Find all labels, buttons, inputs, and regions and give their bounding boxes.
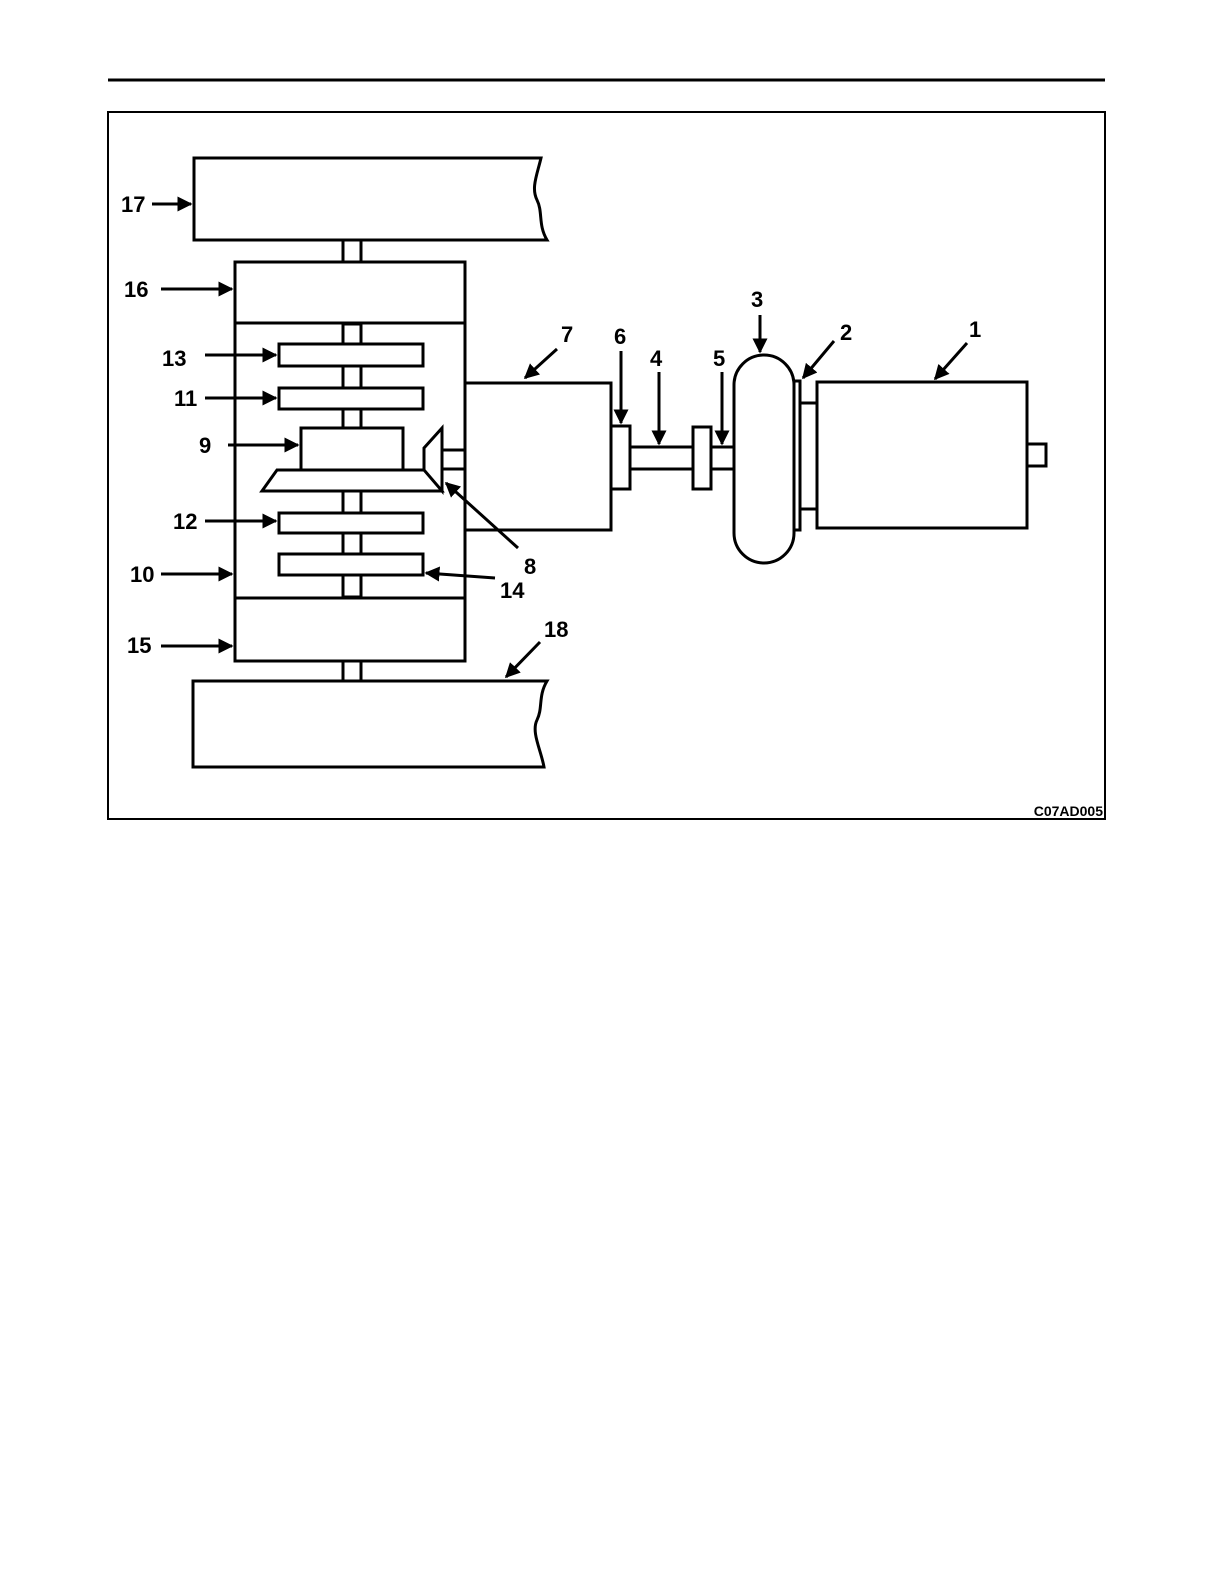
callout-17: 17 bbox=[121, 192, 145, 217]
engine-1 bbox=[817, 382, 1027, 528]
propeller-shaft-4 bbox=[630, 447, 693, 469]
leader-2 bbox=[803, 341, 834, 378]
coupling-5 bbox=[693, 427, 711, 489]
callout-18: 18 bbox=[544, 617, 568, 642]
callout-13: 13 bbox=[162, 346, 186, 371]
torque-converter-3 bbox=[734, 355, 794, 563]
plate-11 bbox=[279, 388, 423, 409]
plate-13 bbox=[279, 344, 423, 366]
upper-axle-shaft bbox=[343, 240, 361, 262]
callout-14: 14 bbox=[500, 578, 525, 603]
callout-3: 3 bbox=[751, 287, 763, 312]
converter-input-shaft bbox=[711, 447, 734, 469]
callout-15: 15 bbox=[127, 633, 151, 658]
callout-16: 16 bbox=[124, 277, 148, 302]
callout-4: 4 bbox=[650, 346, 663, 371]
callout-9: 9 bbox=[199, 433, 211, 458]
callout-5: 5 bbox=[713, 346, 725, 371]
lower-wheel-18 bbox=[193, 681, 547, 767]
callout-1: 1 bbox=[969, 317, 981, 342]
differential-9 bbox=[301, 428, 403, 470]
bevel-gear bbox=[262, 470, 442, 491]
callout-11: 11 bbox=[174, 386, 197, 411]
callout-7: 7 bbox=[561, 322, 573, 347]
callout-2: 2 bbox=[840, 320, 852, 345]
plate-12 bbox=[279, 513, 423, 533]
flange-6 bbox=[611, 426, 630, 489]
leader-7 bbox=[525, 349, 557, 378]
callout-6: 6 bbox=[614, 324, 626, 349]
figure-code: C07AD005 bbox=[1034, 803, 1103, 819]
plate-14 bbox=[279, 554, 423, 575]
lower-axle-shaft bbox=[343, 661, 361, 681]
engine-shaft-end bbox=[1027, 444, 1046, 466]
leader-1 bbox=[935, 343, 967, 379]
callout-10: 10 bbox=[130, 562, 154, 587]
adapter-spacer bbox=[800, 403, 817, 509]
leader-18 bbox=[506, 642, 540, 677]
callout-8: 8 bbox=[524, 554, 536, 579]
upper-wheel-17 bbox=[194, 158, 547, 240]
callout-12: 12 bbox=[173, 509, 197, 534]
leader-14 bbox=[426, 573, 495, 578]
transmission-7 bbox=[465, 383, 611, 530]
